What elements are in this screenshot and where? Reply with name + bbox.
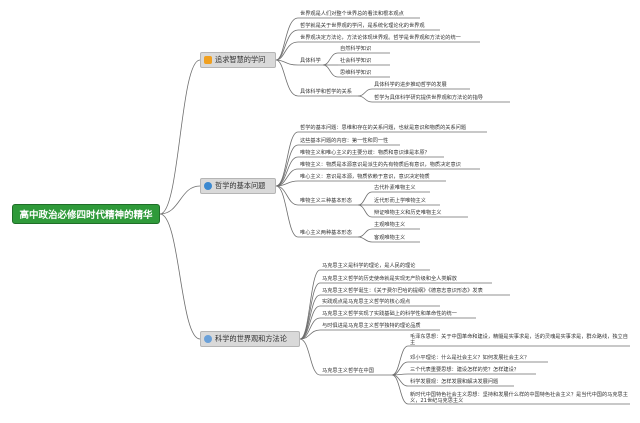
b1-relation: 具体科学的进步推动哲学的发展 [374,82,447,88]
b2-idealism: 客观唯物主义 [374,235,406,241]
b3-china: 新时代中国特色社会主义思想：坚持和发展什么样的中国特色社会主义？是当代中国的马克… [410,392,628,404]
branch-topic-worldview[interactable]: 科学的世界观和方法论 [200,331,300,347]
b3-item: 与时俱进是马克思主义哲学独特的理论品质 [322,323,421,329]
b1-science: 思维科学知识 [340,70,372,76]
lightbulb-icon [204,56,212,64]
b3-china: 毛泽东思想：关于中国革命和建设，精髓是实事求是，活的灵魂是实事求是，群众路线，独… [410,334,628,346]
b3-china: 三个代表重要思想：建设怎样的党？怎样建设？ [410,367,519,373]
root-topic[interactable]: 高中政治必修四时代精神的精华 [12,204,160,224]
b2-materialism: 辩证唯物主义和历史唯物主义 [374,210,442,216]
b2-item: 唯心主义两种基本形态 [300,230,352,236]
b2-materialism: 近代形而上学唯物主义 [374,198,426,204]
b1-relation: 哲学为具体科学研究提供世界观和方法论的指导 [374,95,483,101]
b2-item: 唯物主义三种基本形态 [300,198,352,204]
connector-b2 [275,131,299,187]
b3-item: 实践观点是马克思主义哲学的核心观点 [322,299,411,305]
b3-item: 马克思主义哲学诞生：《关于费尔巴哈的提纲》《德意志意识形态》发表 [322,288,483,294]
atom-icon [204,335,212,343]
b2-idealism: 主观唯物主义 [374,222,406,228]
b2-item: 唯物主义和唯心主义的主要分歧：物质和意识谁是本原？ [300,150,430,156]
b1-science: 自然科学知识 [340,46,372,52]
globe-icon [204,182,212,190]
b1-item: 具体科学和哲学的关系 [300,89,352,95]
branch-topic-basic-problem[interactable]: 哲学的基本问题 [200,178,276,194]
branch-topic-wisdom[interactable]: 追求智慧的学问 [200,52,276,68]
connector-root-b2 [159,185,201,215]
b3-china: 邓小平理论：什么是社会主义？如何发展社会主义？ [410,355,530,361]
b1-item: 哲学就是关于世界观的学问，是系统化理论化的世界观 [300,23,425,29]
b3-item: 马克思主义哲学实现了实践基础上的科学性和革命性的统一 [322,311,457,317]
b2-materialism: 古代朴素唯物主义 [374,185,416,191]
b3-item: 马克思主义哲学的历史使命就是实现无产阶级和全人类解放 [322,276,457,282]
b2-item: 这些基本问题的内容：第一性和同一性 [300,138,389,144]
b3-item: 马克思主义是科学的理论，是人民的理论 [322,263,416,269]
b3-china: 科学发展观：怎样发展和解决发展问题 [410,379,499,385]
b3-item: 马克思主义哲学在中国 [322,368,374,374]
connector-b1 [275,17,299,61]
b1-science: 社会科学知识 [340,58,372,64]
b1-item: 具体科学 [300,58,321,64]
connector-root-b1 [159,59,201,215]
b2-item: 唯物主义：物质是本源意识是派生的先有物质后有意识，物质决定意识 [300,162,461,168]
b2-item: 唯心主义：意识是本源，物质依赖于意识，意识决定物质 [300,174,430,180]
b1-item: 世界观决定方法论，方法论体现世界观。哲学是世界观和方法论的统一 [300,35,461,41]
b2-item: 哲学的基本问题：思维和存在的关系问题，也就是意识和物质的关系问题 [300,125,467,131]
connector-root-b3 [159,213,201,340]
b1-item: 世界观是人们对整个世界总的看法和根本观点 [300,11,404,17]
